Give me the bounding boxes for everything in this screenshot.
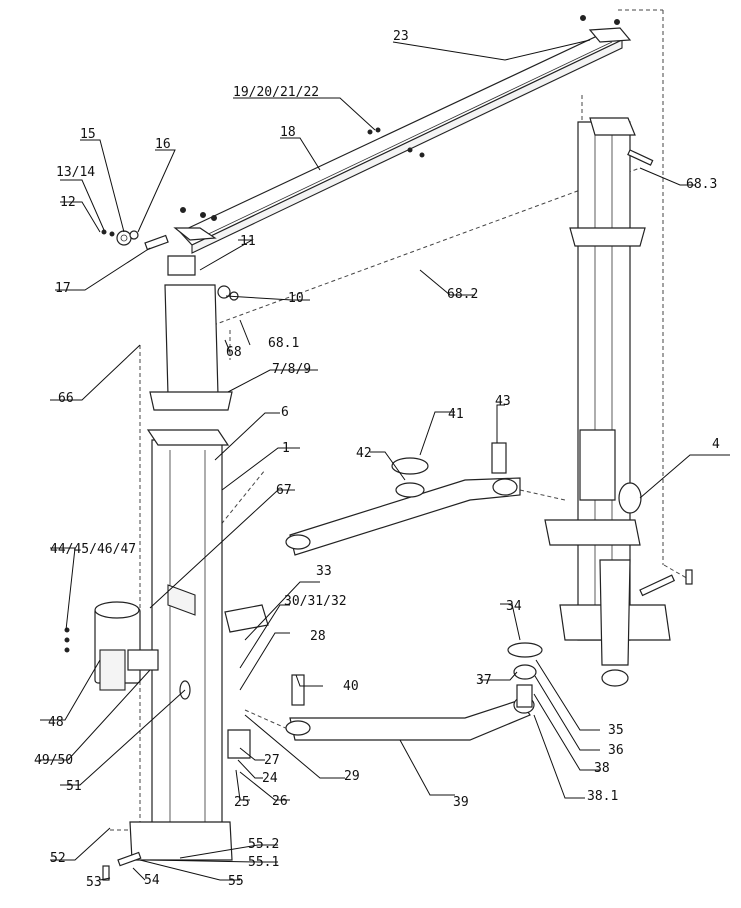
label-27: 27 <box>264 753 280 768</box>
label-34: 34 <box>506 599 522 614</box>
label-68-1: 68.1 <box>268 336 299 351</box>
label-42: 42 <box>356 446 372 461</box>
label-36: 36 <box>608 743 624 758</box>
label-7-8-9: 7/8/9 <box>272 362 311 377</box>
label-54: 54 <box>144 873 160 888</box>
power-unit <box>64 601 191 700</box>
label-68-2: 68.2 <box>447 287 478 302</box>
label-52: 52 <box>50 851 66 866</box>
label-12: 12 <box>60 195 76 210</box>
label-6: 6 <box>281 405 289 420</box>
label-40: 40 <box>343 679 359 694</box>
lift-arm-lower <box>285 642 543 741</box>
label-24: 24 <box>262 771 278 786</box>
label-68-3: 68.3 <box>686 177 717 192</box>
label-33: 33 <box>316 564 332 579</box>
label-26: 26 <box>272 794 288 809</box>
label-38: 38 <box>594 761 610 776</box>
left-top-hardware <box>101 229 239 301</box>
label-29: 29 <box>344 769 360 784</box>
left-column <box>129 255 269 861</box>
label-13-14: 13/14 <box>56 165 95 180</box>
label-15: 15 <box>80 127 96 142</box>
label-30-31-32: 30/31/32 <box>284 594 347 609</box>
label-19-20-21-22: 19/20/21/22 <box>233 85 319 100</box>
label-43: 43 <box>495 394 511 409</box>
label-10: 10 <box>288 291 304 306</box>
overhead-beam <box>173 15 632 254</box>
label-1: 1 <box>282 441 290 456</box>
label-48: 48 <box>48 715 64 730</box>
dashed-assembly-lines <box>110 9 691 831</box>
label-4: 4 <box>712 437 720 452</box>
right-column <box>544 117 671 687</box>
label-49-50: 49/50 <box>34 753 73 768</box>
label-53: 53 <box>86 875 102 890</box>
label-66: 66 <box>58 391 74 406</box>
label-68: 68 <box>226 345 242 360</box>
label-39: 39 <box>453 795 469 810</box>
label-17: 17 <box>55 281 71 296</box>
label-55-2: 55.2 <box>248 837 279 852</box>
label-16: 16 <box>155 137 171 152</box>
label-55-1: 55.1 <box>248 855 279 870</box>
label-23: 23 <box>393 29 409 44</box>
label-35: 35 <box>608 723 624 738</box>
leader-lines <box>40 39 730 881</box>
lift-arm-upper <box>285 442 521 556</box>
label-18: 18 <box>280 125 296 140</box>
label-55: 55 <box>228 874 244 889</box>
label-41: 41 <box>448 407 464 422</box>
label-25: 25 <box>234 795 250 810</box>
label-51: 51 <box>66 779 82 794</box>
label-67: 67 <box>276 483 292 498</box>
label-38-1: 38.1 <box>587 789 618 804</box>
label-44-45-46-47: 44/45/46/47 <box>50 542 136 557</box>
label-37: 37 <box>476 673 492 688</box>
label-11: 11 <box>240 234 256 249</box>
label-28: 28 <box>310 629 326 644</box>
part-labels: 23 19/20/21/22 18 15 16 13/14 12 11 17 1… <box>34 29 720 890</box>
base-fasteners <box>102 149 693 881</box>
